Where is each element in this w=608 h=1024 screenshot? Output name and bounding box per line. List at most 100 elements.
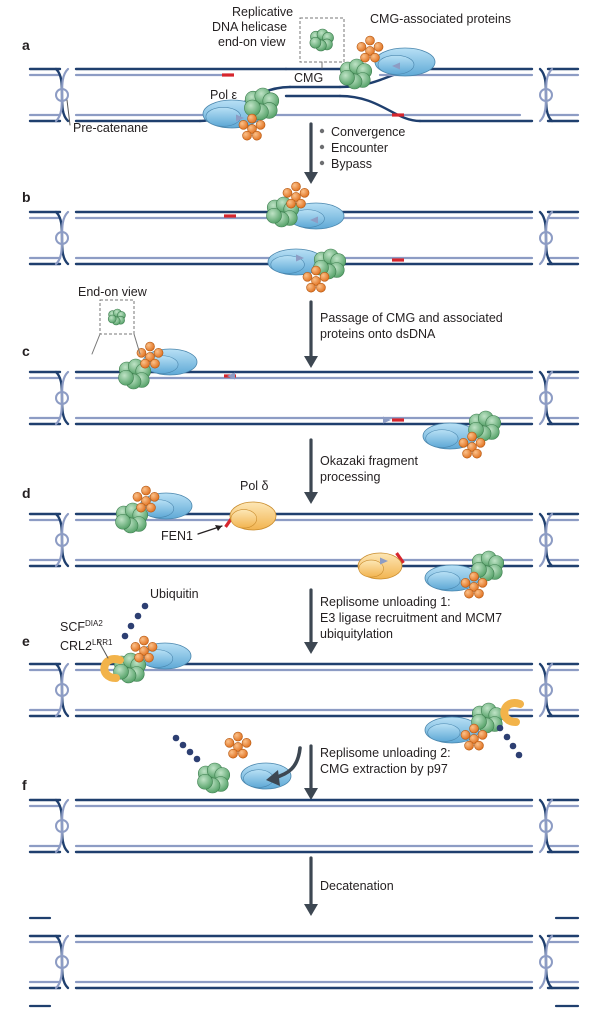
- rna-primer: [392, 258, 404, 262]
- direction-arrowhead: [236, 114, 244, 122]
- extraction-arrow: [266, 746, 302, 786]
- label-cmg: CMG: [294, 71, 323, 85]
- cmg-associated-proteins: [460, 571, 488, 599]
- catenane-ring: [539, 231, 553, 245]
- end-on-view-inset: [99, 299, 135, 335]
- panel-letter-f: f: [22, 777, 27, 793]
- step-2-line-2: proteins onto dsDNA: [320, 327, 436, 341]
- panel-letter-a: a: [22, 37, 30, 53]
- cmg-associated-proteins: [460, 723, 488, 751]
- step-3-line-2: processing: [320, 470, 380, 484]
- catenane-ring: [55, 391, 69, 405]
- pointer-line: [97, 639, 109, 659]
- catenane-crossover: [54, 210, 70, 266]
- step-6-line-1: Decatenation: [320, 879, 394, 893]
- fen1-pointer-head: [215, 525, 222, 531]
- label-scf: SCFDIA2: [60, 619, 103, 634]
- e3-ligase: [500, 699, 524, 726]
- inset-connector: [133, 333, 141, 355]
- catenane-ring: [539, 819, 553, 833]
- cmg-helicase: [339, 58, 373, 90]
- label-ubiquitin: Ubiquitin: [150, 587, 199, 601]
- catenane-crossover: [54, 662, 70, 718]
- catenane-crossover: [538, 210, 554, 266]
- released-cmg-helicase: [197, 762, 231, 794]
- direction-arrowhead: [383, 416, 391, 424]
- step-1-line-3: Bypass: [331, 157, 372, 171]
- pol-delta: [357, 552, 403, 580]
- step-4-line-3: ubiquitylation: [320, 627, 393, 641]
- catenane-ring: [539, 391, 553, 405]
- pol-epsilon: [374, 47, 436, 77]
- bullet-icon: [319, 160, 325, 166]
- cmg-associated-proteins: [302, 265, 330, 293]
- step-1-line-1: Convergence: [331, 125, 405, 139]
- label-pol-epsilon: Pol ε: [210, 88, 238, 102]
- decatenated-dna: [28, 916, 580, 1008]
- direction-arrowhead: [310, 216, 318, 224]
- cmg-helicase: [471, 550, 505, 582]
- dark-strand: [338, 94, 422, 123]
- label-replicative-3: end-on view: [218, 35, 286, 49]
- catenane-ring: [55, 231, 69, 245]
- arrow-step-3: [304, 438, 318, 504]
- label-crl2: CRL2LRR1: [60, 638, 113, 653]
- label-cmg-associated: CMG-associated proteins: [370, 12, 511, 26]
- catenane-crossover: [538, 662, 554, 718]
- catenane-crossover: [538, 370, 554, 426]
- direction-arrowhead: [227, 372, 235, 380]
- pol-delta: [229, 501, 277, 531]
- step-4-line-2: E3 ligase recruitment and MCM7: [320, 611, 502, 625]
- panel-letter-c: c: [22, 343, 30, 359]
- dna-molecule: [28, 934, 580, 990]
- arrow-step-2: [304, 300, 318, 368]
- label-end-on-view: End-on view: [78, 285, 148, 299]
- label-replicative-1: Replicative: [232, 5, 293, 19]
- released-cmg-associated-proteins: [224, 731, 252, 759]
- catenane-crossover: [538, 67, 554, 123]
- panel-letter-d: d: [22, 485, 31, 501]
- catenane-crossover: [54, 67, 70, 123]
- step-5-line-2: CMG extraction by p97: [320, 762, 448, 776]
- catenane-ring: [55, 683, 69, 697]
- step-1-line-2: Encounter: [331, 141, 388, 155]
- catenane-ring: [539, 955, 553, 969]
- dna-molecule: [28, 662, 580, 718]
- catenane-crossover: [538, 512, 554, 568]
- catenane-crossover: [54, 370, 70, 426]
- cmg-helicase: [113, 652, 147, 684]
- step-1-text: Convergence Encounter Bypass: [319, 125, 405, 171]
- panel-letter-e: e: [22, 633, 30, 649]
- catenane-crossover: [538, 798, 554, 854]
- arrow-step-4: [304, 588, 318, 654]
- cmg-associated-proteins: [132, 485, 160, 513]
- catenane-ring: [539, 533, 553, 547]
- helicase-end-on-icon: [107, 308, 126, 326]
- bullet-icon: [319, 128, 325, 134]
- cmg-associated-proteins: [282, 181, 310, 209]
- arrow-step-5: [304, 744, 318, 800]
- arrow-step-1: [304, 122, 318, 184]
- inset-connector: [91, 333, 101, 355]
- catenane-crossover: [538, 934, 554, 990]
- rna-primer: [392, 113, 404, 117]
- dna-molecule: [28, 370, 580, 426]
- e3-ligase: [100, 655, 124, 682]
- catenane-ring: [539, 683, 553, 697]
- cmg-associated-proteins: [356, 35, 384, 63]
- step-5-line-1: Replisome unloading 2:: [320, 746, 451, 760]
- cmg-helicase: [244, 87, 280, 121]
- catenane-crossover: [54, 934, 70, 990]
- cmg-associated-proteins: [136, 341, 164, 369]
- catenane-crossover: [54, 512, 70, 568]
- cmg-associated-proteins: [238, 113, 266, 141]
- catenane-ring: [55, 955, 69, 969]
- step-2-line-1: Passage of CMG and associated: [320, 311, 503, 325]
- direction-arrowhead: [380, 557, 388, 565]
- rna-primer: [224, 214, 236, 218]
- rna-primer: [392, 418, 404, 422]
- pointer-line: [66, 99, 71, 126]
